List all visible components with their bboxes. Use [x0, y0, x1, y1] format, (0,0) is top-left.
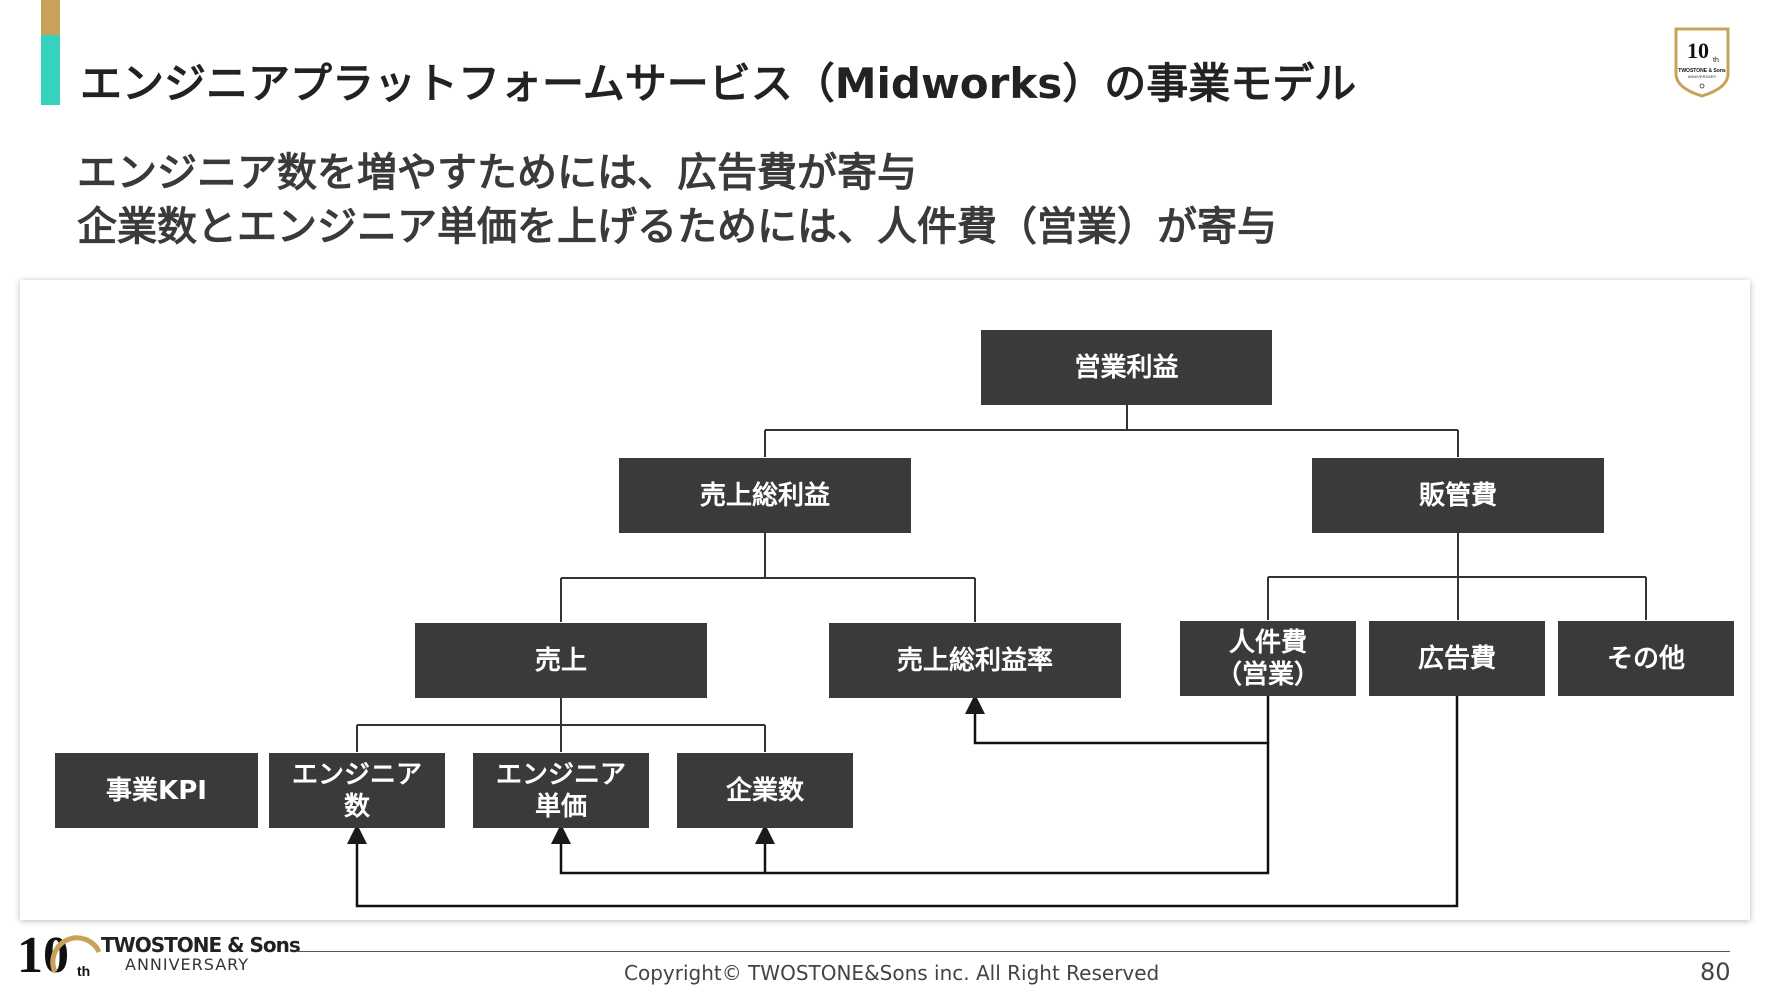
node-label: 販管費: [1418, 480, 1497, 511]
node-gross-margin: 売上総利益率: [829, 623, 1121, 698]
node-personnel-sales: 人件費 （営業）: [1180, 621, 1356, 696]
footer-divider: [296, 951, 1730, 952]
connector-sales-split: [356, 698, 766, 752]
node-sga: 販管費: [1312, 458, 1604, 533]
node-label-line-2: 数: [343, 791, 370, 822]
node-label: 事業KPI: [106, 775, 207, 806]
anniversary-logo-mark: 10 th: [17, 927, 102, 980]
diagram-connectors: [347, 405, 1647, 908]
node-gross-profit: 売上総利益: [619, 458, 911, 533]
arrow-personnel-to-margin: [965, 694, 1270, 745]
node-other: その他: [1558, 621, 1734, 696]
connector-sga-split: [1267, 533, 1647, 620]
subtitle-line-1: エンジニア数を増やすためには、広告費が寄与: [77, 150, 917, 196]
page-title: エンジニアプラットフォームサービス（Midworks）の事業モデル: [80, 59, 1357, 108]
badge-suffix: th: [1713, 57, 1719, 64]
subtitle: エンジニア数を増やすためには、広告費が寄与 企業数とエンジニア単価を上げるために…: [77, 146, 1277, 254]
logo-number: 10: [17, 927, 69, 980]
node-business-kpi: 事業KPI: [55, 753, 258, 828]
logo-name: TWOSTONE & Sons: [101, 933, 301, 957]
node-label-line-1: エンジニア: [291, 759, 422, 790]
node-label-line-2: （営業）: [1215, 659, 1320, 690]
node-label: 広告費: [1417, 643, 1496, 674]
anniversary-badge: 10 th TWOSTONE & Sons ANNIVERSARY: [1674, 27, 1730, 98]
arrow-personnel-to-price: [551, 743, 1270, 875]
arrow-ads-to-engineer-count: [347, 696, 1459, 908]
node-label: 営業利益: [1074, 352, 1179, 383]
node-engineer-count: エンジニア 数: [269, 753, 445, 828]
node-operating-profit: 営業利益: [981, 330, 1272, 405]
connector-profit-split: [764, 405, 1459, 457]
page-number: 80: [1700, 958, 1731, 986]
node-sales: 売上: [415, 623, 707, 698]
node-label: その他: [1606, 643, 1685, 674]
connector-gross-split: [560, 533, 976, 622]
badge-number: 10: [1687, 38, 1709, 63]
node-label: 企業数: [725, 775, 804, 806]
node-label: 売上総利益率: [896, 645, 1053, 676]
node-label: 売上総利益: [699, 480, 830, 511]
accent-bar-teal: [41, 35, 60, 105]
accent-bar-gold: [41, 0, 60, 35]
badge-sub: ANNIVERSARY: [1688, 74, 1717, 79]
subtitle-line-2: 企業数とエンジニア単価を上げるためには、人件費（営業）が寄与: [77, 204, 1277, 250]
diagram-panel: 営業利益 売上総利益 販管費 売上 売上総利益率 人件費 （営業） 広告費 その…: [20, 280, 1750, 920]
logo-suffix: th: [77, 963, 90, 979]
node-label-line-1: エンジニア: [495, 759, 626, 790]
copyright-text: Copyright© TWOSTONE&Sons inc. All Right …: [624, 961, 1160, 985]
node-advertising: 広告費: [1369, 621, 1545, 696]
logo-subtitle: ANNIVERSARY: [125, 955, 250, 974]
node-label-line-2: 単価: [534, 791, 587, 822]
node-company-count: 企業数: [677, 753, 853, 828]
node-label-line-1: 人件費: [1228, 627, 1307, 658]
badge-name: TWOSTONE & Sons: [1678, 68, 1726, 74]
node-engineer-price: エンジニア 単価: [473, 753, 649, 828]
node-label: 売上: [534, 645, 587, 676]
